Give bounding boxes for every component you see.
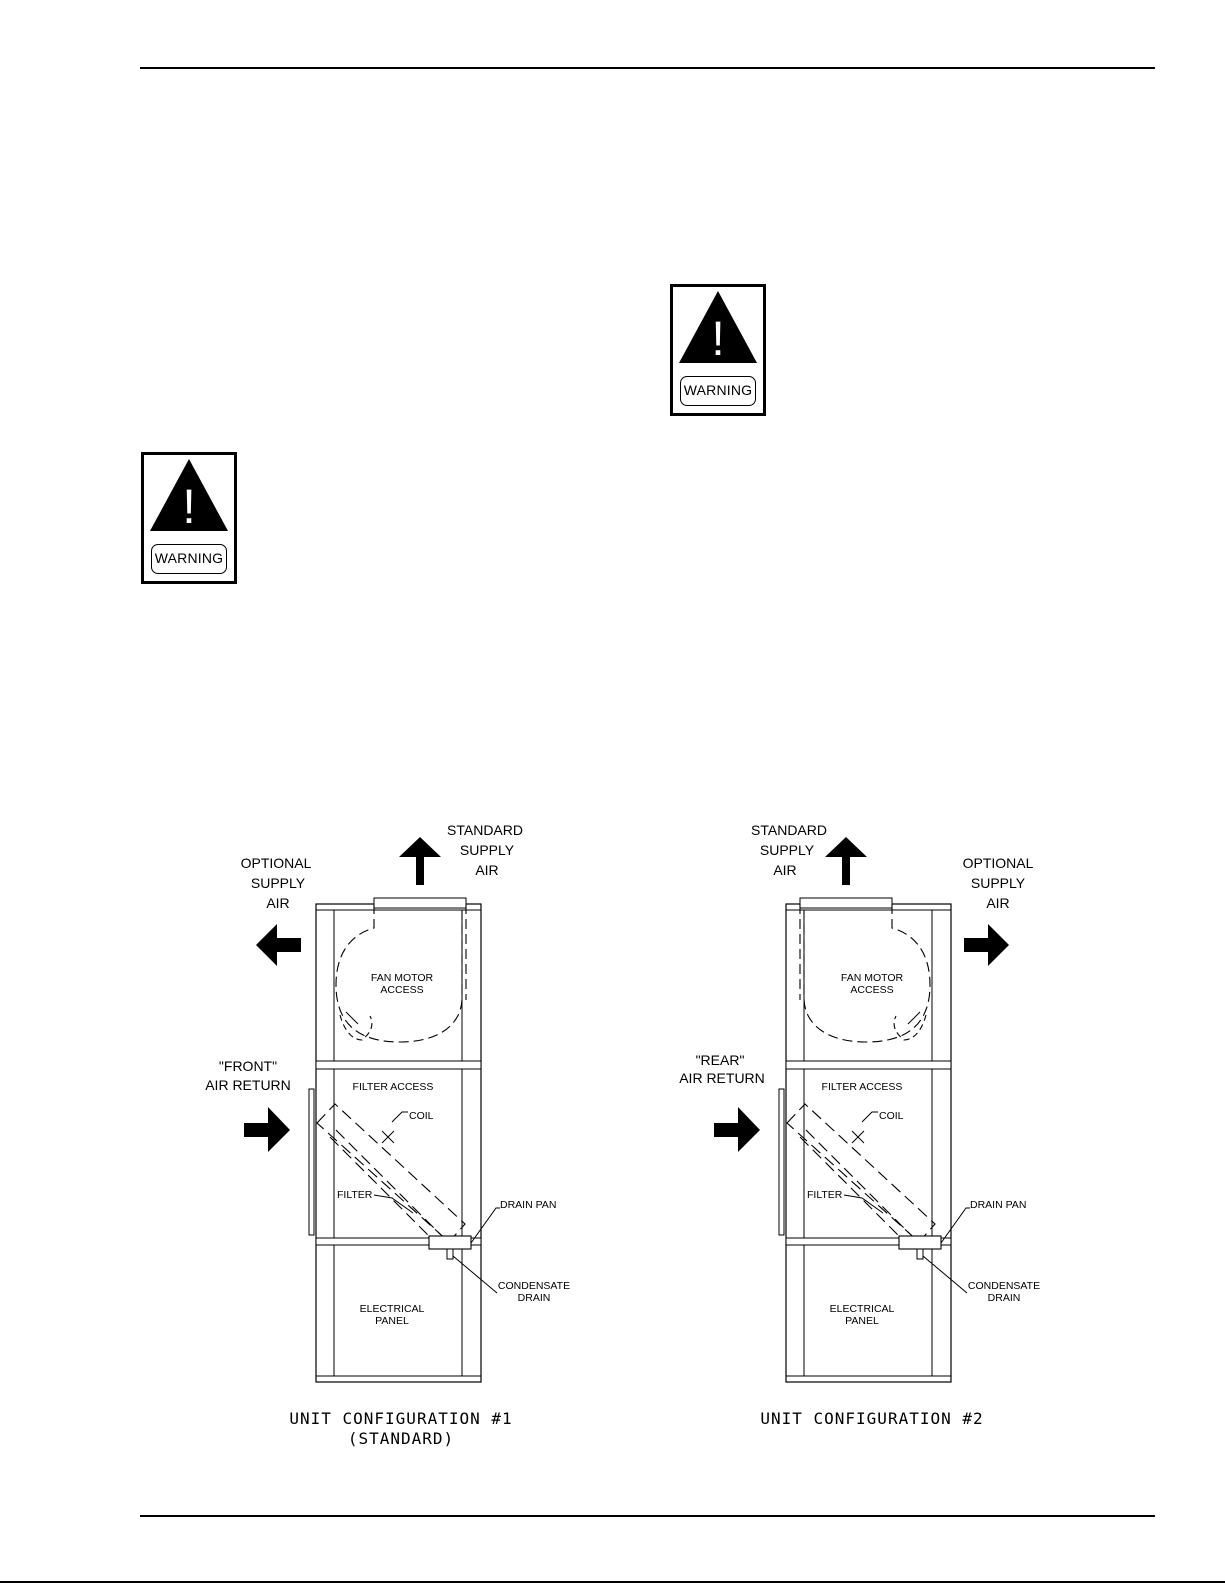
standard-supply-label: AIR [475, 862, 498, 878]
fan-motor-label: FAN MOTOR [371, 972, 434, 984]
fan-motor-label: ACCESS [850, 984, 893, 996]
unit-configuration-2: STANDARD SUPPLY AIR OPTIONAL SUPPLY AIR … [679, 822, 1040, 1428]
optional-supply-arrow-icon [964, 924, 1009, 966]
standard-supply-label: STANDARD [751, 822, 827, 838]
condensate-drain-label: DRAIN [988, 1292, 1021, 1304]
exclamation-icon: ! [182, 481, 195, 534]
coil-label: COIL [409, 1110, 434, 1122]
standard-supply-label: SUPPLY [460, 842, 515, 858]
page-edge-rule [0, 1581, 1225, 1583]
optional-supply-label: SUPPLY [251, 875, 306, 891]
optional-supply-label: OPTIONAL [963, 855, 1034, 871]
optional-supply-label: OPTIONAL [241, 855, 312, 871]
standard-supply-arrow-icon [825, 837, 867, 885]
optional-supply-label: AIR [986, 895, 1009, 911]
header-rule [140, 67, 1155, 69]
air-return-arrow-icon [714, 1107, 760, 1152]
warning-label: WARNING [680, 376, 756, 406]
electrical-panel-label: ELECTRICAL [830, 1303, 895, 1315]
air-return-arrow-icon [244, 1107, 290, 1152]
optional-supply-label: SUPPLY [971, 875, 1026, 891]
standard-supply-label: AIR [773, 862, 796, 878]
filter-label: FILTER [807, 1189, 843, 1201]
standard-supply-arrow-icon [399, 837, 441, 885]
optional-supply-label: AIR [266, 895, 289, 911]
configuration-caption: UNIT CONFIGURATION #1 [289, 1409, 512, 1428]
air-return-label: AIR RETURN [679, 1070, 765, 1086]
condensate-drain-label: DRAIN [518, 1292, 551, 1304]
exclamation-icon: ! [711, 313, 724, 366]
warning-triangle-icon: ! [679, 291, 757, 366]
optional-supply-arrow-icon [256, 924, 301, 966]
filter-access-label: FILTER ACCESS [822, 1081, 903, 1093]
air-return-label: AIR RETURN [205, 1077, 291, 1093]
filter-label: FILTER [337, 1189, 373, 1201]
fan-motor-label: FAN MOTOR [841, 972, 904, 984]
warning-triangle-icon: ! [150, 459, 228, 534]
electrical-panel-label: PANEL [375, 1315, 409, 1327]
drain-pan-label: DRAIN PAN [500, 1199, 556, 1211]
warning-sign: ! WARNING [141, 452, 237, 584]
filter-access-label: FILTER ACCESS [353, 1081, 434, 1093]
footer-rule [140, 1515, 1155, 1517]
condensate-drain-label: CONDENSATE [968, 1280, 1040, 1292]
condensate-drain-label: CONDENSATE [498, 1280, 570, 1292]
unit-configuration-1: STANDARD SUPPLY AIR OPTIONAL SUPPLY AIR … [205, 822, 570, 1448]
configuration-subcaption: (STANDARD) [348, 1429, 454, 1448]
air-return-label: "REAR" [696, 1052, 745, 1068]
standard-supply-label: STANDARD [447, 822, 523, 838]
air-return-label: "FRONT" [219, 1058, 277, 1074]
coil-label: COIL [879, 1110, 904, 1122]
drain-pan-label: DRAIN PAN [970, 1199, 1026, 1211]
fan-motor-label: ACCESS [380, 984, 423, 996]
configuration-caption: UNIT CONFIGURATION #2 [760, 1409, 983, 1428]
electrical-panel-label: ELECTRICAL [360, 1303, 425, 1315]
warning-sign: ! WARNING [670, 284, 766, 416]
standard-supply-label: SUPPLY [760, 842, 815, 858]
electrical-panel-label: PANEL [845, 1315, 879, 1327]
warning-label: WARNING [151, 544, 227, 574]
